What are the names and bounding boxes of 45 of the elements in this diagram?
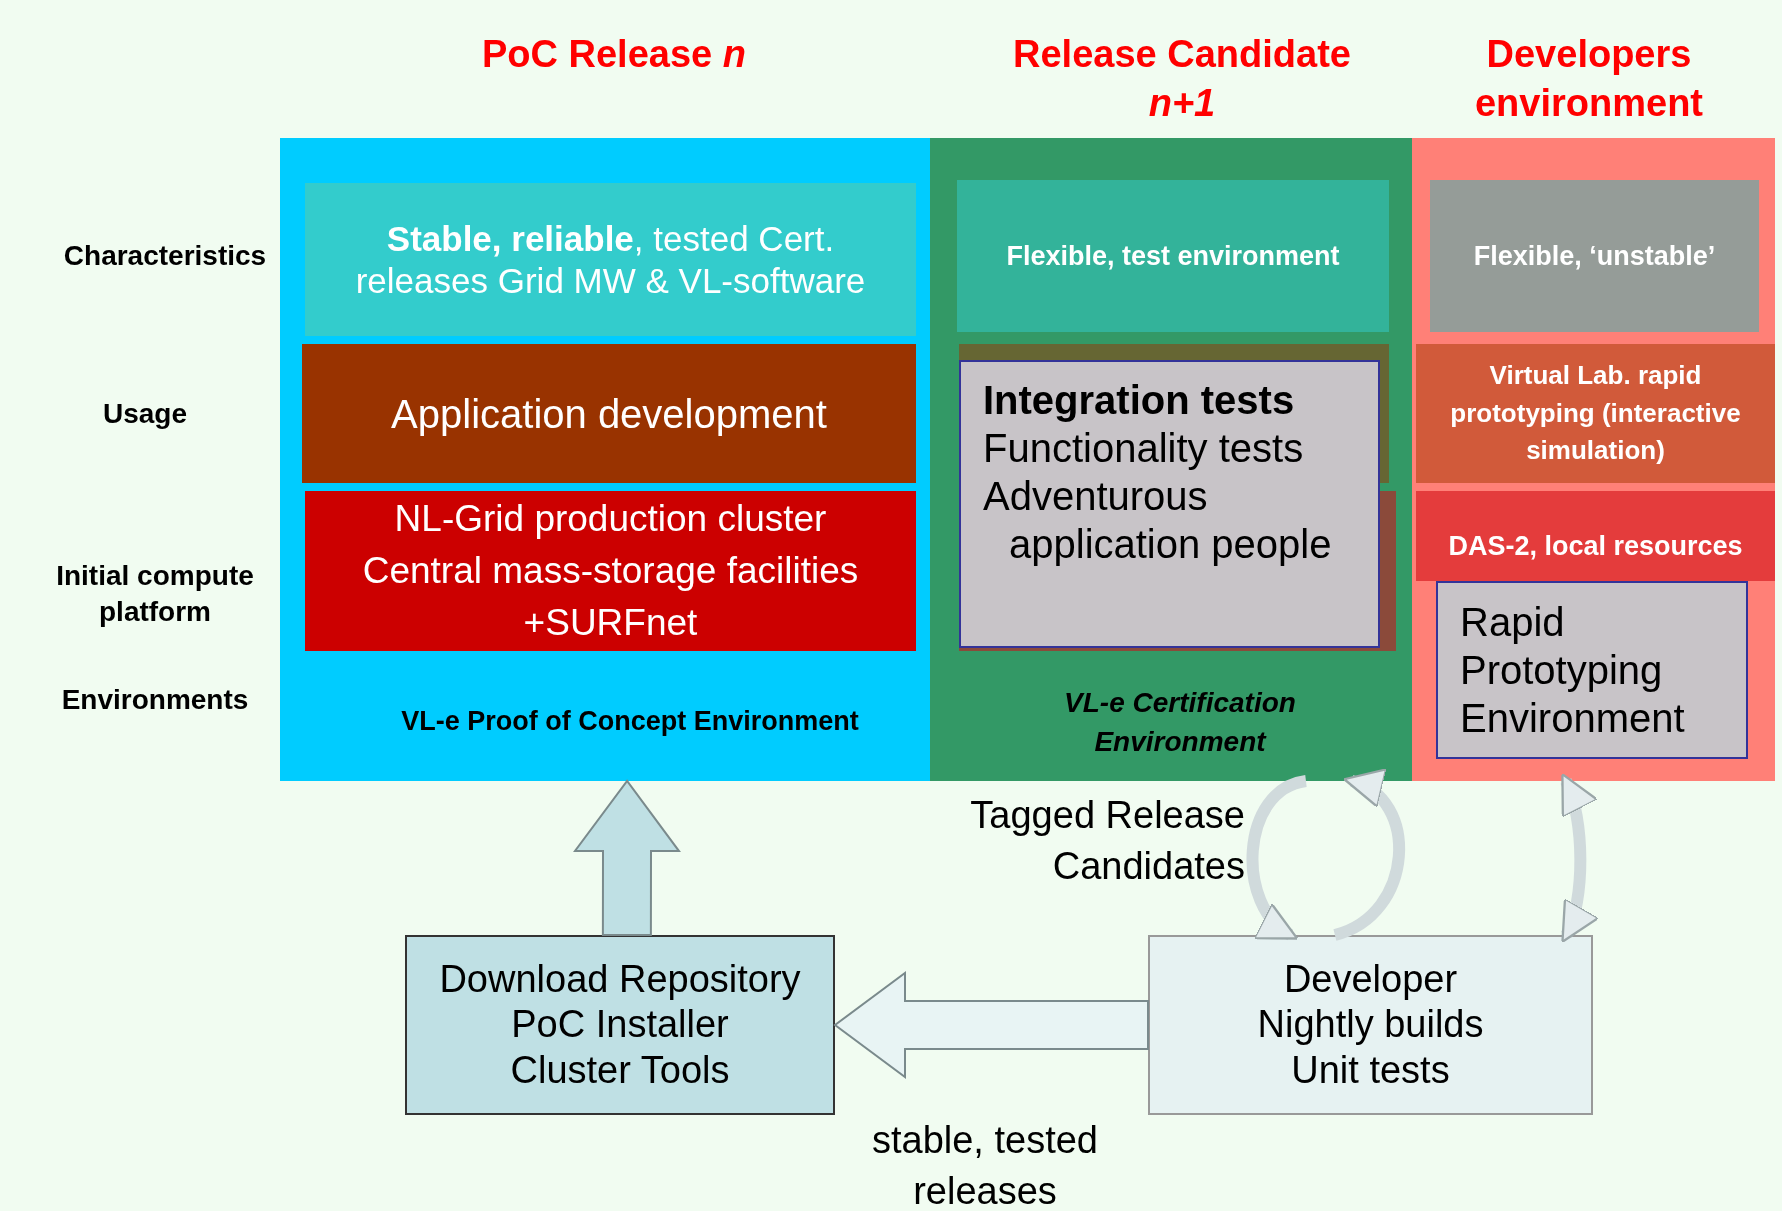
box-text: +SURFnet [522,600,699,645]
box-text: DAS-2, local resources [1447,529,1744,563]
box-text: Flexible, ‘unstable’ [1472,239,1717,273]
environment-name: VL-e Certification Environment [1063,686,1297,760]
box-text: Nightly builds [1256,1002,1485,1048]
block-arrow [833,971,1149,1079]
edge-label: stable, tested releases [870,1118,1099,1211]
box-text: Adventurous application people [982,473,1333,568]
row-label: Characteristics [62,239,268,273]
curved-arrow [1246,775,1308,941]
box-text: Download Repository [438,956,802,1002]
characteristics-box [957,180,1389,332]
box-text: Flexible, test environment [1005,239,1341,273]
column-heading: Developers environment [1473,32,1704,127]
box-text: Virtual Lab. rapid prototyping (interactive simulation) [1449,358,1742,468]
curved-arrow [1559,772,1598,944]
usage-box [959,360,1380,648]
box-text: Integration tests [982,377,1296,424]
row-label: Environments [60,683,250,717]
box-text: Rapid Prototyping Environment [1459,599,1686,742]
process-box [1148,935,1593,1115]
platform-box [305,491,916,651]
box-text: Central mass-storage facilities [361,549,860,594]
usage-box [1416,344,1775,483]
characteristics-box [1430,180,1759,332]
box-text: Stable, reliable, tested Cert. releases Grid MW & VL-software [354,217,867,302]
box-text: PoC Installer [510,1002,730,1048]
box-text: Unit tests [1290,1047,1451,1093]
characteristics-box [305,183,916,336]
box-text: Cluster Tools [509,1047,731,1093]
column-heading: PoC Release n [481,32,747,77]
platform-box [1416,491,1775,581]
column-heading: Release Candidate n+1 [1012,32,1352,127]
environment-name: VL-e Proof of Concept Environment [400,705,860,738]
environment-box [1436,581,1748,759]
process-box [405,935,835,1115]
row-label: Usage [101,397,188,431]
box-text: NL-Grid production cluster [393,497,828,542]
box-text: Functionality tests [982,425,1305,472]
box-text: Developer [1282,956,1459,1002]
edge-label: Tagged Release Candidates [969,793,1245,890]
block-arrow [573,779,681,937]
usage-box [302,344,916,483]
row-label: Initial compute platform [55,559,255,630]
box-text: Application development [390,390,828,438]
